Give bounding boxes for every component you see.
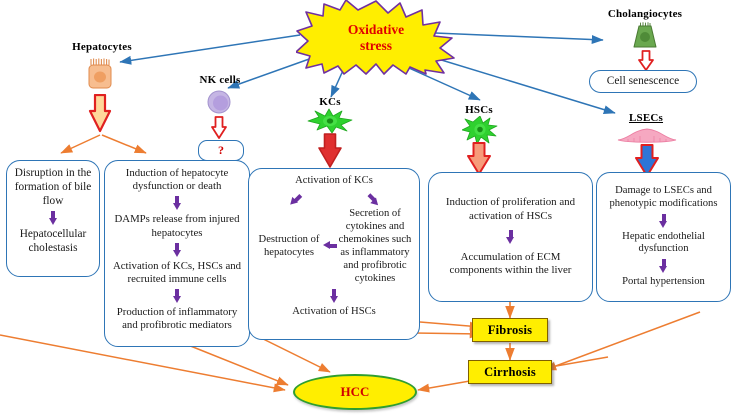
lsec-cell-icon (616, 126, 678, 149)
cirrhosis-label: Cirrhosis (484, 364, 536, 379)
kc-left-text: Destruction of hepatocytes (258, 233, 320, 258)
kc-down-arrow-icon (317, 133, 343, 174)
hepatocytes-label: Hepatocytes (72, 41, 132, 53)
hep-step1: Induction of hepatocyte dysfunction or d… (125, 167, 229, 193)
purple-down-arrow-icon (659, 213, 668, 228)
box-bile-flow-disruption: Disruption in the formation of bile flow… (6, 160, 100, 277)
box-hepatocyte-dysfunction: Induction of hepatocyte dysfunction or d… (104, 160, 250, 347)
box-hsc-activation: Induction of proliferation and activatio… (428, 172, 593, 302)
cholangiocyte-cell-icon (630, 22, 660, 55)
nk-down-arrow-icon (210, 116, 228, 145)
box-kc-activation: Activation of KCs Destruction of hepatoc… (248, 168, 420, 340)
cell-senescence-text: Cell senescence (606, 74, 680, 87)
hsc-step2: Accumulation of ECM components within th… (449, 251, 572, 277)
hcc-ellipse: HCC (293, 374, 417, 410)
purple-left-arrow-icon (323, 241, 337, 253)
lsec-step3: Portal hypertension (622, 276, 705, 288)
hsc-down-arrow-icon (466, 142, 492, 181)
cholangiocyte-down-arrow-icon (637, 50, 655, 77)
fibrosis-box: Fibrosis (472, 318, 548, 342)
hep-step2: DAMPs release from injured hepatocytes (114, 213, 240, 239)
purple-down-arrow-icon (172, 289, 182, 304)
kcs-label: KCs (319, 96, 341, 108)
lsec-step2: Hepatic endothelial dysfunction (622, 230, 705, 255)
lsec-down-arrow-icon (634, 144, 660, 183)
nk-outcome-text: ? (218, 143, 224, 157)
hscs-label: HSCs (465, 104, 493, 116)
purple-diagonal-arrow-right-icon (365, 192, 381, 208)
kc-top-text: Activation of KCs (295, 175, 373, 186)
purple-down-arrow-icon (172, 242, 182, 257)
nk-cell-icon (205, 88, 233, 121)
bile-flow-step1: Disruption in the formation of bile flow (14, 167, 92, 207)
oxidative-stress-burst: Oxidative stress (296, 0, 456, 75)
cirrhosis-box: Cirrhosis (468, 360, 552, 384)
purple-diagonal-arrow-left-icon (287, 192, 303, 208)
hep-step4: Production of inflammatory and profibrot… (116, 306, 238, 332)
kupffer-cell-icon (305, 108, 355, 139)
nk-cells-label: NK cells (199, 74, 241, 86)
box-lsec-damage: Damage to LSECs and phenotypic modificat… (596, 172, 731, 302)
hepatocyte-down-arrow-icon (88, 93, 112, 139)
hepatic-stellate-cell-icon (461, 115, 498, 149)
lsecs-label: LSECs (628, 112, 664, 124)
hsc-step1: Induction of proliferation and activatio… (445, 196, 576, 222)
kc-bottom-text: Activation of HSCs (292, 306, 376, 318)
cholangiocytes-label: Cholangiocytes (607, 8, 683, 20)
hep-step3: Activation of KCs, HSCs and recruited im… (112, 259, 242, 285)
purple-down-arrow-icon (329, 289, 339, 304)
box-cell-senescence: Cell senescence (589, 70, 697, 93)
bile-flow-step2: Hepatocellular cholestasis (19, 228, 87, 255)
hepatocyte-cell-icon (83, 56, 117, 97)
hcc-label: HCC (340, 384, 370, 399)
purple-down-arrow-icon (506, 230, 515, 244)
lsec-step1: Damage to LSECs and phenotypic modificat… (609, 184, 718, 209)
purple-down-arrow-icon (659, 259, 668, 274)
nk-outcome-box: ? (198, 140, 244, 161)
fibrosis-label: Fibrosis (487, 322, 533, 337)
kc-right-text: Secretion of cytokines and chemokines su… (338, 207, 412, 284)
purple-down-arrow-icon (172, 196, 182, 211)
purple-down-arrow-icon (48, 211, 58, 226)
